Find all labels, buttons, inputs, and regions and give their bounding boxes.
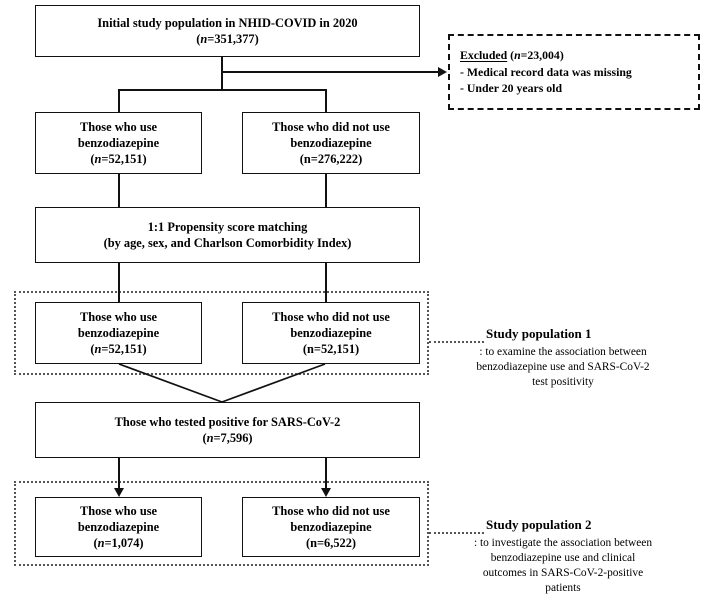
those-who-use-benzodiazepine-1-box[interactable]: Those who use benzodiazepine (n=52,151) [35,112,202,174]
connector-nobzd1-to-psm [325,174,327,208]
nobzd2-line-2: benzodiazepine [290,325,372,340]
initial-line-2: (n=351,377) [196,32,259,46]
sp2-body-line-1: : to investigate the association between [473,537,653,549]
connector-bzd1-to-psm [118,174,120,208]
study-population-2-leader-line [429,532,484,534]
excluded-item-2: - Under 20 years old [460,81,563,96]
study-population-2-group-rect [14,481,429,566]
those-who-did-not-use-benzodiazepine-2-box[interactable]: Those who did not use benzodiazepine (n=… [242,302,420,364]
connector-positive-to-nobzd3 [325,458,327,492]
sp2-body-line-4: patients [545,582,581,595]
nobzd2-line-1: Those who did not use [272,309,390,324]
those-who-did-not-use-benzodiazepine-1-box[interactable]: Those who did not use benzodiazepine (n=… [242,112,420,174]
bzd2-count: (n=52,151) [90,342,147,357]
connector-split-row2-left-leg [118,89,120,113]
propensity-score-matching-box[interactable]: 1:1 Propensity score matching (by age, s… [35,207,420,263]
study-population-1-body: : to examine the association between ben… [440,345,686,390]
sp2-body-line-2: benzodiazepine use and clinical [490,552,636,565]
nobzd1-line-2: benzodiazepine [290,135,372,150]
bzd1-line-1: Those who use [79,119,158,134]
study-population-1-group-rect [14,291,429,375]
sp2-body-line-3: outcomes in SARS-CoV-2-positive [482,567,644,580]
initial-line-1: Initial study population in NHID-COVID i… [97,15,358,30]
nobzd3-line-2: benzodiazepine [290,519,372,534]
connector-split-row2 [118,89,326,91]
connector-converge-to-positive [118,363,326,403]
excluded-item-1: - Medical record data was missing [460,64,632,79]
study-population-2-annotation: Study population 2 : to investigate the … [440,517,686,597]
connector-psm-to-bzd2 [118,263,120,303]
sp1-body-line-2: benzodiazepine use and SARS-CoV-2 [476,361,650,374]
bzd3-line-1: Those who use [79,503,158,518]
bzd1-count: (n=52,151) [90,152,147,167]
bzd2-line-1: Those who use [79,309,158,324]
study-population-2-body: : to investigate the association between… [440,536,686,597]
connector-psm-to-nobzd2 [325,263,327,303]
bzd2-line-2: benzodiazepine [77,325,160,340]
study-population-2-title: Study population 2 [486,517,592,532]
initial-study-population-box[interactable]: Initial study population in NHID-COVID i… [35,5,420,57]
those-who-did-not-use-benzodiazepine-3-box[interactable]: Those who did not use benzodiazepine (n=… [242,497,420,557]
arrowhead-to-excluded [438,66,447,77]
nobzd1-line-1: Those who did not use [272,119,390,134]
positive-line-1: Those who tested positive for SARS-CoV-2 [114,414,341,429]
bzd3-line-2: benzodiazepine [77,519,160,534]
excluded-title-line: Excluded (n=23,004) [460,47,564,62]
study-population-1-leader-line [429,341,484,343]
arrowhead-to-nobzd3 [320,488,331,497]
bzd3-count: (n=1,074) [93,536,144,551]
excluded-box[interactable]: Excluded (n=23,004) - Medical record dat… [448,34,700,110]
nobzd3-count: (n=6,522) [305,536,357,551]
sp1-body-line-3: test positivity [532,376,594,389]
nobzd2-count: (n=52,151) [302,342,360,357]
connector-to-excluded [221,71,440,73]
bzd1-line-2: benzodiazepine [77,135,160,150]
connector-initial-stem [221,57,223,90]
arrowhead-to-bzd3 [113,488,124,497]
sp1-body-line-1: : to examine the association between [479,346,647,358]
those-who-use-benzodiazepine-3-box[interactable]: Those who use benzodiazepine (n=1,074) [35,497,202,557]
psm-line-1: 1:1 Propensity score matching [147,219,308,234]
nobzd1-count: (n=276,222) [299,152,363,167]
study-population-1-annotation: Study population 1 : to examine the asso… [440,326,686,390]
nobzd3-line-1: Those who did not use [272,503,390,518]
connector-positive-to-bzd3 [118,458,120,492]
psm-line-2: (by age, sex, and Charlson Comorbidity I… [103,236,352,250]
those-who-use-benzodiazepine-2-box[interactable]: Those who use benzodiazepine (n=52,151) [35,302,202,364]
tested-positive-sars-cov-2-box[interactable]: Those who tested positive for SARS-CoV-2… [35,402,420,458]
positive-count: (n=7,596) [202,431,253,445]
study-population-1-title: Study population 1 [486,326,592,341]
connector-split-row2-right-leg [325,89,327,113]
